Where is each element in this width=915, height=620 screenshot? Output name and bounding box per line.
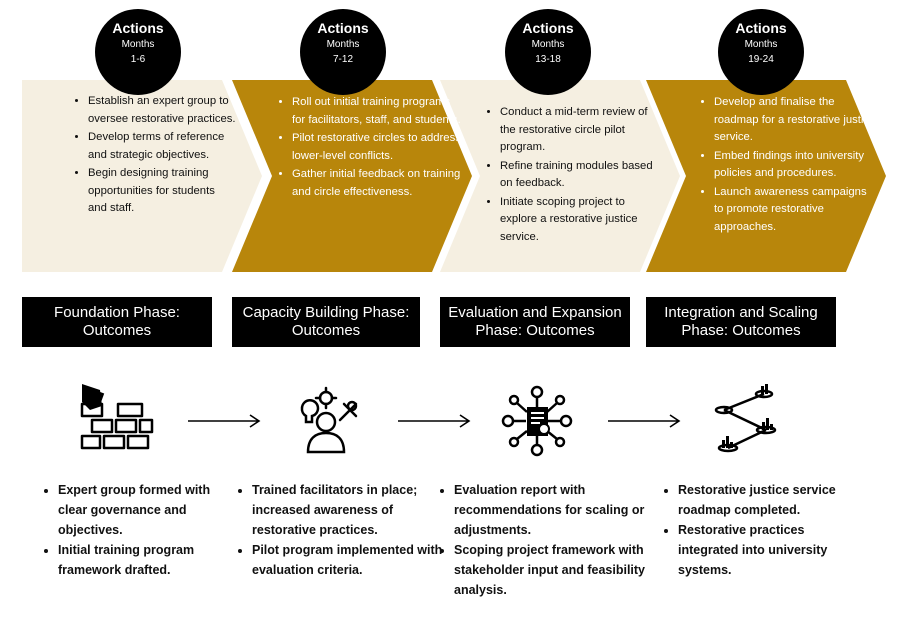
phase-label: Integration and Scaling Phase: Outcomes: [646, 297, 836, 347]
action-item: Establish an expert group to oversee res…: [88, 93, 236, 128]
badge-months-range: 13-18: [535, 54, 561, 65]
badge-months-range: 1-6: [130, 54, 146, 65]
action-item: Initiate scoping project to explore a re…: [500, 194, 656, 247]
chevron-phase-2: [232, 80, 472, 272]
phase-label: Foundation Phase: Outcomes: [22, 297, 212, 347]
action-item: Gather initial feedback on training and …: [292, 166, 462, 201]
badge-months-label: Months: [531, 39, 565, 50]
months-badge: Actions Months 13-18: [505, 9, 591, 95]
badge-title: Actions: [735, 20, 787, 36]
outcomes-list: Restorative justice service roadmap comp…: [662, 480, 846, 580]
action-item: Begin designing training opportunities f…: [88, 165, 236, 218]
badge-months-label: Months: [121, 39, 155, 50]
outcome-item: Pilot program implemented with evaluatio…: [252, 540, 452, 580]
outcome-item: Restorative justice service roadmap comp…: [678, 480, 846, 520]
arrow-right-icon: [188, 414, 261, 428]
action-item: Develop and finalise the roadmap for a r…: [714, 94, 876, 147]
phase-label: Capacity Building Phase: Outcomes: [232, 297, 420, 347]
badge-title: Actions: [522, 20, 574, 36]
action-item: Embed findings into university policies …: [714, 148, 876, 183]
months-badge: Actions Months 7-12: [300, 9, 386, 95]
action-item: Launch awareness campaigns to promote re…: [714, 184, 876, 237]
document-network-icon: [501, 385, 573, 457]
badge-months-label: Months: [744, 39, 778, 50]
outcomes-list: Expert group formed with clear governanc…: [42, 480, 223, 580]
badge-title: Actions: [112, 20, 164, 36]
scaling-network-icon: [714, 384, 777, 453]
person-skills-icon: [300, 386, 358, 454]
chevron-phase-4: [646, 80, 886, 272]
action-item: Pilot restorative circles to address low…: [292, 130, 462, 165]
action-item: Roll out initial training programs for f…: [292, 94, 462, 129]
chevron-band: [22, 80, 886, 272]
outcome-item: Restorative practices integrated into un…: [678, 520, 846, 580]
actions-list: Conduct a mid-term review of the restora…: [484, 104, 656, 247]
outcome-item: Trained facilitators in place; increased…: [252, 480, 452, 540]
action-item: Conduct a mid-term review of the restora…: [500, 104, 656, 157]
actions-list: Develop and finalise the roadmap for a r…: [698, 94, 876, 237]
outcome-item: Evaluation report with recommendations f…: [454, 480, 664, 540]
outcomes-list: Evaluation report with recommendations f…: [438, 480, 664, 600]
outcomes-list: Trained facilitators in place; increased…: [236, 480, 452, 580]
badge-months-range: 19-24: [748, 54, 774, 65]
arrow-right-icon: [608, 414, 681, 428]
action-item: Refine training modules based on feedbac…: [500, 158, 656, 193]
badge-title: Actions: [317, 20, 369, 36]
phase-label: Evaluation and Expansion Phase: Outcomes: [440, 297, 630, 347]
badge-months-label: Months: [326, 39, 360, 50]
arrow-right-icon: [398, 414, 471, 428]
outcome-item: Initial training program framework draft…: [58, 540, 223, 580]
outcome-item: Expert group formed with clear governanc…: [58, 480, 223, 540]
badge-months-range: 7-12: [332, 54, 353, 65]
actions-list: Establish an expert group to oversee res…: [72, 93, 236, 219]
brick-wall-icon: [80, 384, 154, 450]
action-item: Develop terms of reference and strategic…: [88, 129, 236, 164]
chevron-phase-3: [440, 80, 680, 272]
chevron-phase-1: [22, 80, 262, 272]
outcome-item: Scoping project framework with stakehold…: [454, 540, 664, 600]
actions-list: Roll out initial training programs for f…: [276, 94, 462, 202]
months-badge: Actions Months 1-6: [95, 9, 181, 95]
months-badge: Actions Months 19-24: [718, 9, 804, 95]
